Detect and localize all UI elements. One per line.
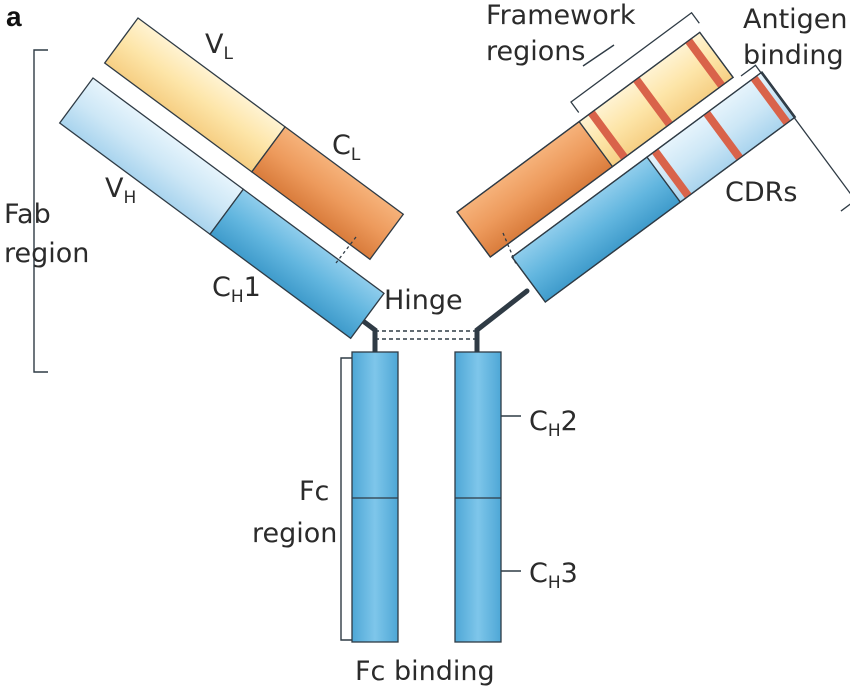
framework-bracket-line [570,11,700,113]
cdr-bracket-line [740,64,850,212]
ch1-label: CH1 [212,272,261,307]
left-ch1-domain [209,188,385,340]
right-heavy-outline [511,71,797,303]
framework-label-line1: Framework [486,0,636,31]
panel-label: a [6,1,22,32]
fc-label-line2: region [252,518,337,549]
ch2-label: CH2 [529,406,578,441]
fc-right-column [454,351,502,643]
cdrs-label: CDRs [725,177,797,208]
cdr-bracket [740,64,850,212]
fc-label-line1: Fc [299,476,329,507]
right-vl-cdr1 [588,110,628,161]
framework-bracket [570,11,700,113]
left-heavy-chain-fab [58,77,385,340]
ch3-label: CH3 [529,558,578,593]
vl-label: VL [205,29,233,64]
framework-leader [582,44,615,67]
brackets [33,44,615,641]
left-light-chain [103,17,405,261]
vh-label: VH [105,173,136,208]
left-cl-domain [250,125,405,261]
fc-left-column [351,351,399,643]
labels: VL CL VH CH1 Fab region Hinge Framework … [4,0,848,687]
right-vl-cdr2 [633,76,673,127]
right-light-chain [456,31,734,258]
antigen-label-line1: Antigen [743,4,848,35]
fc-binding-label: Fc binding [355,656,495,687]
fab-label-line1: Fab [4,199,51,230]
right-vh-cdr2 [703,110,744,161]
antigen-label-line2: binding [743,40,844,71]
hinge-label: Hinge [384,285,463,316]
right-vh-cdr1 [651,148,692,199]
cl-label: CL [332,130,361,165]
framework-label-line2: regions [486,36,585,67]
right-vl-cdr3 [685,38,726,89]
right-hinge-linker [474,288,530,355]
fab-label-line2: region [4,238,89,269]
right-light-outline [456,31,734,258]
right-vh-cdr3 [750,75,791,126]
hinge-disulfide-bonds [375,330,477,340]
fab-bracket [33,49,48,373]
right-heavy-chain-fab [511,71,797,303]
fc-region-columns [351,351,502,643]
fc-bracket [340,357,352,641]
